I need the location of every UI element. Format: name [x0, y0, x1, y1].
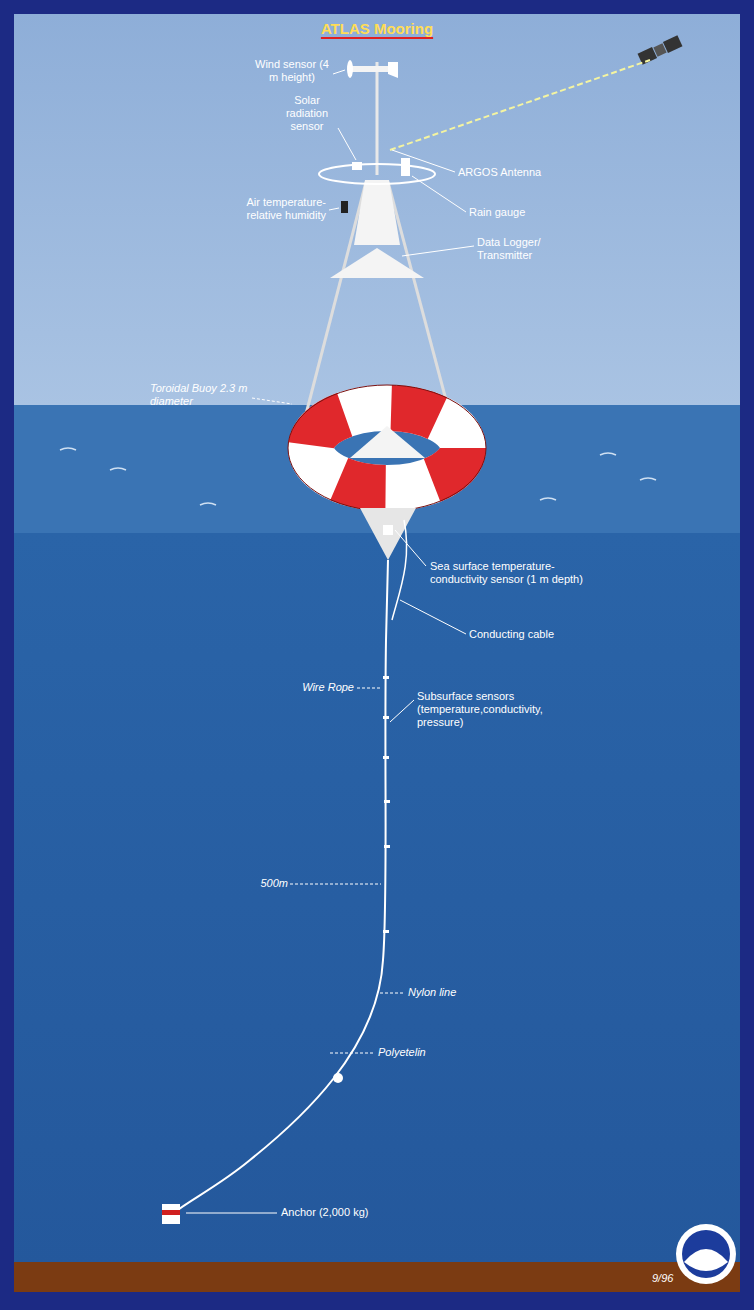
part-label: Anchor (2,000 kg): [281, 1206, 421, 1219]
part-label: Conducting cable: [469, 628, 589, 641]
part-label: Subsurface sensors (temperature,conducti…: [417, 690, 582, 730]
part-label: Rain gauge: [469, 206, 559, 219]
part-label: Wire Rope: [290, 681, 354, 694]
diagram-title: ATLAS Mooring: [0, 20, 754, 37]
part-label: Nylon line: [408, 986, 498, 999]
part-label: Air temperature- relative humidity: [214, 196, 326, 222]
part-label: Polyetelin: [378, 1046, 468, 1059]
part-label: ARGOS Antenna: [458, 166, 568, 179]
part-label: Wind sensor (4 m height): [252, 58, 332, 84]
part-label: Toroidal Buoy 2.3 m diameter: [150, 382, 250, 408]
part-label: Solar radiation sensor: [276, 94, 338, 134]
depth-label: 500m: [250, 877, 288, 890]
part-label: Sea surface temperature-conductivity sen…: [430, 560, 600, 586]
part-label: Data Logger/ Transmitter: [477, 236, 567, 262]
date-note: 9/96: [652, 1272, 692, 1285]
